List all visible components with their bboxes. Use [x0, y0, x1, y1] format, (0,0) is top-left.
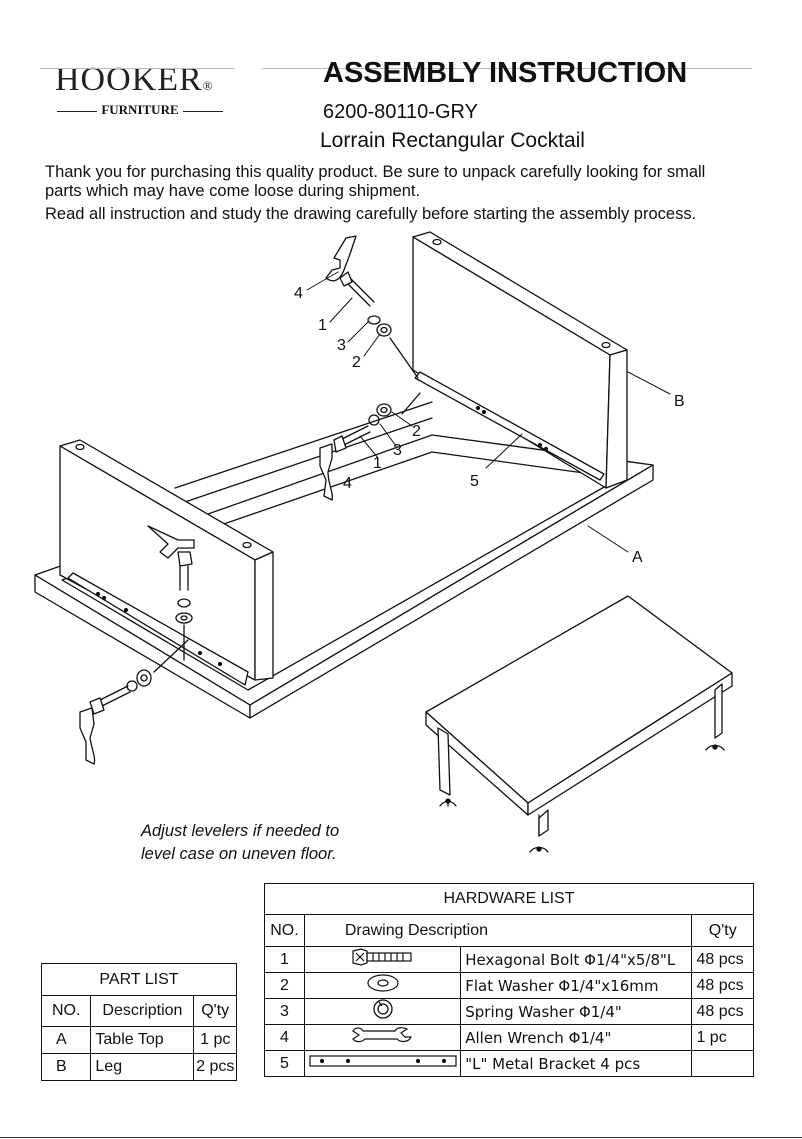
hw-row-no: 2 — [264, 972, 305, 999]
brand-name: HOOKER — [55, 61, 203, 98]
callout-2-mid: 2 — [412, 423, 421, 440]
hardware-group-front — [79, 525, 195, 765]
header-rule-left — [40, 68, 235, 69]
pl-row-qty: 1 pc — [193, 1026, 237, 1054]
pl-row-no: B — [40, 1053, 92, 1081]
header-rule-right — [262, 68, 752, 69]
hw-row-qty: 48 pcs — [691, 972, 754, 999]
callout-a: A — [632, 549, 643, 566]
pl-header-qty: Q'ty — [193, 995, 237, 1027]
intro-line-3: Read all instruction and study the drawi… — [45, 205, 697, 223]
hw-header-drawing: Drawing Description — [303, 914, 693, 947]
brand-logo: HOOKER® — [55, 60, 214, 100]
leg-b-back — [412, 231, 628, 489]
hw-row-no: 5 — [264, 1050, 305, 1077]
pl-row-desc: Leg — [90, 1053, 195, 1081]
callout-5: 5 — [470, 473, 479, 490]
pl-row-desc: Table Top — [90, 1026, 195, 1054]
hardware-list-title: HARDWARE LIST — [264, 883, 754, 915]
assembled-table — [425, 595, 733, 853]
hw-row-desc: "L" Metal Bracket 4 pcs — [460, 1050, 693, 1077]
hw-row-no: 3 — [264, 998, 305, 1025]
hw-row-qty — [691, 1050, 754, 1077]
callout-4-top: 4 — [294, 285, 303, 302]
callout-leaders — [306, 271, 671, 553]
pl-header-desc: Description — [90, 995, 195, 1027]
leg-b-front — [59, 439, 274, 686]
hw-row: 1 Hexagonal Bolt Φ1/4"x5/8"L 48 pcs — [264, 946, 754, 973]
leveler-note-line-1: Adjust levelers if needed to — [141, 822, 340, 840]
pl-header-no: NO. — [40, 995, 92, 1027]
hw-row-qty: 48 pcs — [691, 998, 754, 1025]
leveler-note-line-2: level case on uneven floor. — [141, 845, 337, 863]
bracket-icon — [303, 1050, 462, 1077]
part-list-table: PART LIST NO. Description Q'ty A Table T… — [40, 963, 237, 1081]
callout-2-top: 2 — [352, 354, 361, 371]
product-name: Lorrain Rectangular Cocktail — [320, 129, 585, 152]
pl-row: A Table Top 1 pc — [40, 1026, 237, 1054]
page-title: ASSEMBLY INSTRUCTION — [323, 57, 688, 89]
hw-row-desc: Hexagonal Bolt Φ1/4"x5/8"L — [460, 946, 693, 973]
hex-bolt-icon — [303, 946, 462, 973]
assembly-drawing: 4 1 3 2 2 3 1 4 5 B A — [34, 231, 733, 853]
pl-row-qty: 2 pcs — [193, 1053, 237, 1081]
intro-line-1: Thank you for purchasing this quality pr… — [45, 163, 706, 181]
registered-mark: ® — [202, 78, 214, 93]
hw-row-desc: Flat Washer Φ1/4"x16mm — [460, 972, 693, 999]
model-number: 6200-80110-GRY — [323, 101, 478, 123]
spring-washer-icon — [303, 998, 462, 1025]
hw-row: 3 Spring Washer Φ1/4" 48 pcs — [264, 998, 754, 1025]
hw-header-no: NO. — [264, 914, 305, 947]
callout-3-mid: 3 — [393, 442, 402, 459]
callout-b: B — [674, 393, 685, 410]
callout-4-mid: 4 — [343, 475, 352, 492]
pl-row-no: A — [40, 1026, 92, 1054]
bottom-rule — [0, 1137, 802, 1138]
hw-row: 4 Allen Wrench Φ1/4" 1 pc — [264, 1024, 754, 1051]
part-list-title: PART LIST — [41, 963, 237, 996]
callout-1-top: 1 — [318, 317, 327, 334]
hw-row-desc: Allen Wrench Φ1/4" — [460, 1024, 693, 1051]
hardware-group-back — [319, 235, 421, 501]
flat-washer-icon — [303, 972, 462, 999]
hardware-list-table: HARDWARE LIST NO. Drawing Description Q'… — [264, 883, 754, 1077]
hw-header-qty: Q'ty — [691, 914, 754, 947]
hw-row-no: 4 — [264, 1024, 305, 1051]
hw-row-qty: 48 pcs — [691, 946, 754, 973]
intro-line-2: parts which may have come loose during s… — [45, 182, 421, 200]
hw-row-desc: Spring Washer Φ1/4" — [460, 998, 693, 1025]
wrench-icon — [303, 1024, 462, 1051]
hw-row-no: 1 — [264, 946, 305, 973]
hw-row: 2 Flat Washer Φ1/4"x16mm 48 pcs — [264, 972, 754, 999]
hw-row: 5 "L" Metal Bracket 4 pcs — [264, 1050, 754, 1077]
pl-row: B Leg 2 pcs — [40, 1053, 237, 1081]
hw-row-qty: 1 pc — [691, 1024, 754, 1051]
callout-1-mid: 1 — [373, 455, 382, 472]
brand-subtitle: FURNITURE — [52, 102, 228, 118]
callout-3-top: 3 — [337, 337, 346, 354]
